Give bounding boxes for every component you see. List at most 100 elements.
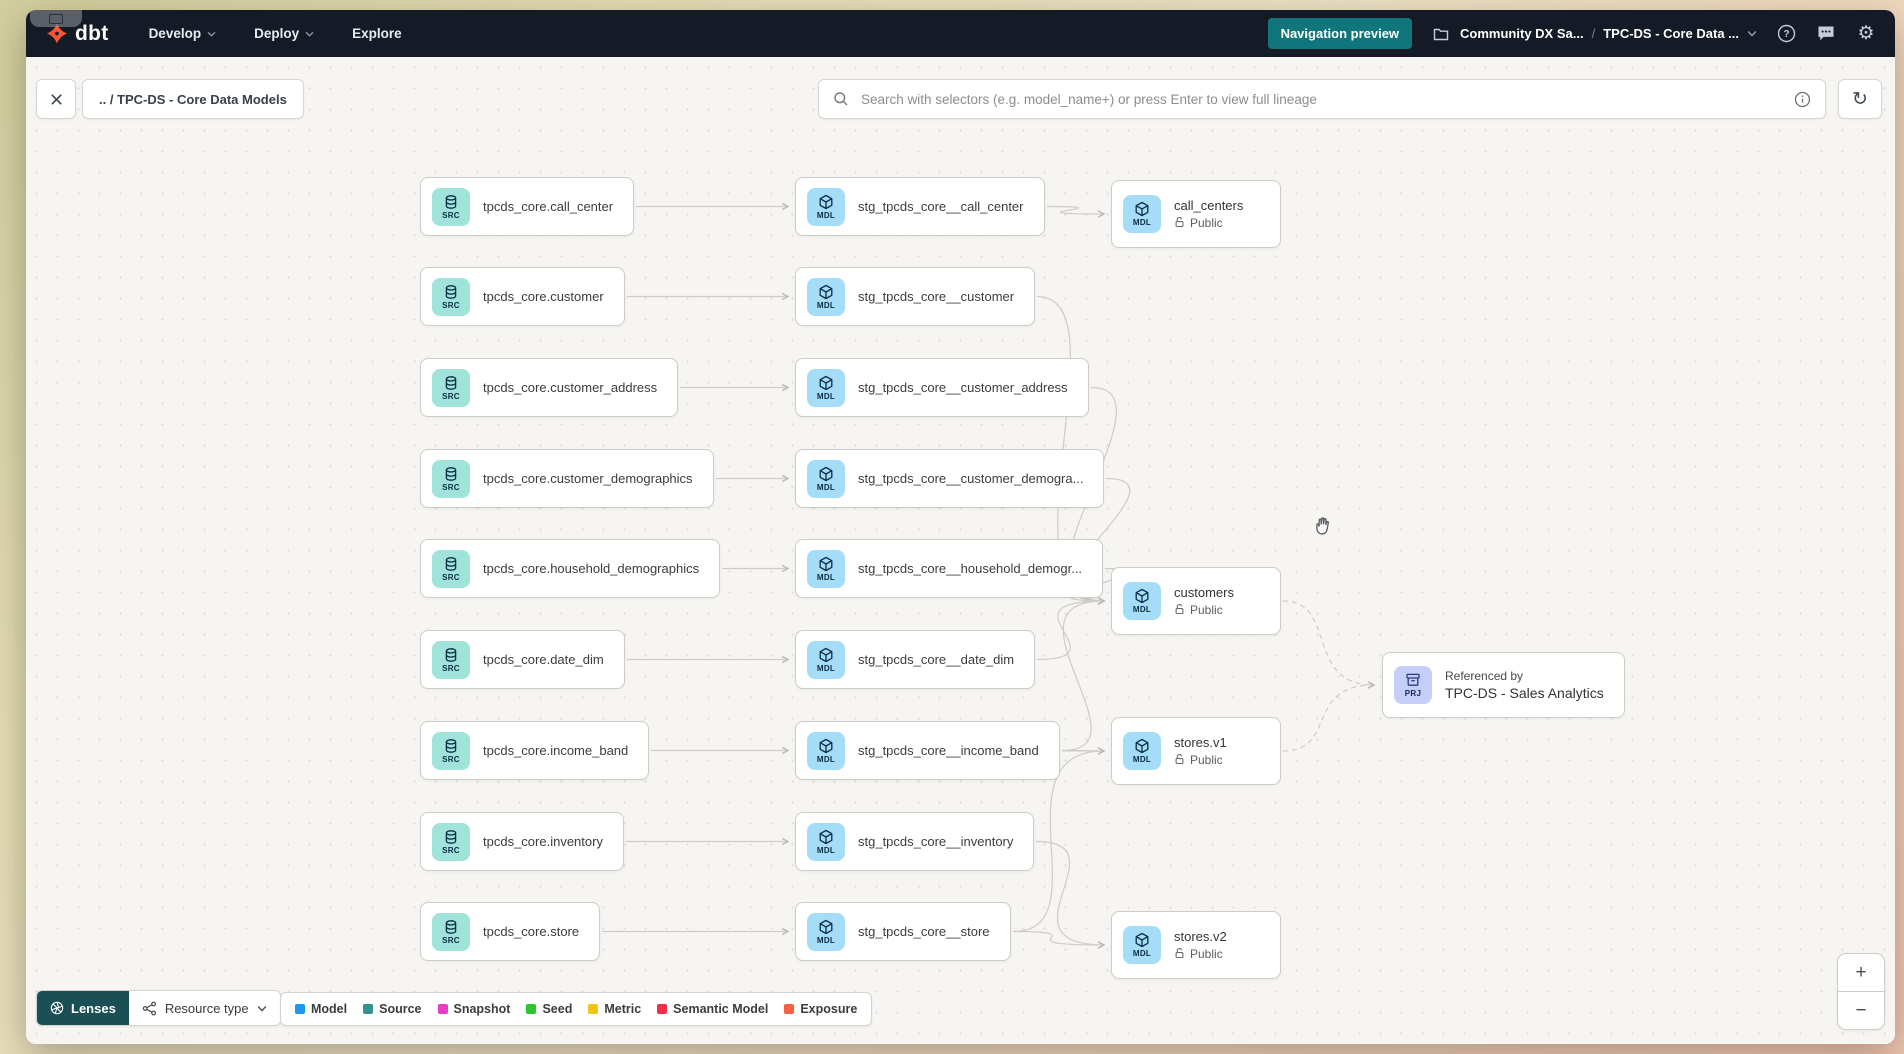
- navigation-preview-button[interactable]: Navigation preview: [1267, 18, 1413, 49]
- browser-download-artifact: [30, 10, 82, 27]
- node-label: stg_tpcds_core__customer_address: [858, 380, 1068, 395]
- node-label: stg_tpcds_core__inventory: [858, 834, 1014, 849]
- node-label: tpcds_core.store: [483, 924, 580, 939]
- node-type-tile: MDL: [1123, 195, 1161, 233]
- legend-color-swatch: [657, 1004, 668, 1014]
- node-label: stg_tpcds_core__store: [858, 924, 990, 939]
- breadcrumb-page[interactable]: TPC-DS - Core Data ...: [1603, 26, 1739, 41]
- lineage-breadcrumb-label: .. / TPC-DS - Core Data Models: [99, 91, 287, 107]
- legend-label: Snapshot: [453, 1002, 511, 1016]
- model-node-stg_tpcds_core__income_band[interactable]: MDL stg_tpcds_core__income_band: [795, 721, 1060, 780]
- access-label: Public: [1190, 603, 1223, 617]
- node-label: tpcds_core.income_band: [483, 743, 629, 758]
- source-node-tpcds_core.store[interactable]: SRC tpcds_core.store: [420, 902, 601, 961]
- node-type-tile: SRC: [432, 912, 470, 951]
- model-node-stg_tpcds_core__inventory[interactable]: MDL stg_tpcds_core__inventory: [795, 812, 1035, 871]
- lenses-button[interactable]: Lenses: [37, 991, 129, 1025]
- search-input[interactable]: [859, 90, 1784, 108]
- node-type-tile: SRC: [432, 277, 470, 316]
- lineage-breadcrumb-chip[interactable]: .. / TPC-DS - Core Data Models: [82, 79, 304, 119]
- node-type-tile: SRC: [432, 368, 470, 407]
- top-navigation-bar: dbt Develop Deploy Explore Navigation pr…: [26, 10, 1895, 57]
- zoom-out-button[interactable]: −: [1838, 991, 1884, 1029]
- node-label: tpcds_core.inventory: [483, 834, 603, 849]
- chevron-down-icon: [257, 1005, 267, 1012]
- public-lock-icon: [1174, 603, 1185, 618]
- legend-color-swatch: [363, 1004, 374, 1014]
- main-navigation: Develop Deploy Explore: [149, 26, 402, 41]
- help-icon[interactable]: ?: [1775, 23, 1797, 45]
- refresh-lineage-button[interactable]: ↻: [1838, 79, 1882, 119]
- access-label: Public: [1190, 216, 1223, 230]
- folder-icon: [1430, 23, 1452, 45]
- legend-color-swatch: [588, 1004, 599, 1014]
- node-type-tile: SRC: [432, 549, 470, 588]
- node-type-tile: MDL: [807, 549, 845, 588]
- node-label: TPC-DS - Sales Analytics: [1445, 685, 1604, 701]
- access-label: Public: [1190, 947, 1223, 961]
- dbt-logo[interactable]: dbt: [46, 22, 109, 46]
- settings-gear-icon[interactable]: ⚙: [1857, 23, 1875, 44]
- refresh-icon: ↻: [1852, 88, 1868, 110]
- lens-aperture-icon: [50, 1001, 64, 1015]
- node-label: stores.v2: [1174, 928, 1227, 944]
- node-type-tile: MDL: [807, 731, 845, 770]
- lineage-edges: [602, 202, 1376, 949]
- node-label: stg_tpcds_core__customer: [858, 289, 1015, 304]
- legend-item-exposure: Exposure: [784, 1002, 857, 1016]
- source-node-tpcds_core.inventory[interactable]: SRC tpcds_core.inventory: [420, 812, 624, 871]
- dbt-logo-icon: [46, 23, 68, 45]
- feedback-icon[interactable]: [1815, 23, 1837, 45]
- nav-item-explore[interactable]: Explore: [352, 26, 402, 41]
- source-node-tpcds_core.customer[interactable]: SRC tpcds_core.customer: [420, 267, 625, 326]
- legend-label: Seed: [542, 1002, 573, 1016]
- legend-item-snapshot: Snapshot: [437, 1002, 511, 1016]
- breadcrumb-project[interactable]: Community DX Sa...: [1460, 26, 1584, 41]
- node-type-tile: MDL: [807, 640, 845, 679]
- node-type-tile: MDL: [807, 822, 845, 861]
- zoom-in-button[interactable]: +: [1855, 961, 1867, 983]
- topbar-right-controls: Navigation preview Community DX Sa... / …: [1267, 18, 1877, 49]
- node-label: stg_tpcds_core__income_band: [858, 743, 1039, 758]
- legend-label: Source: [379, 1002, 422, 1016]
- info-icon[interactable]: [1794, 91, 1811, 108]
- node-type-tile: MDL: [807, 459, 845, 498]
- node-label: tpcds_core.date_dim: [483, 652, 604, 667]
- resource-type-dropdown[interactable]: Resource type: [128, 991, 280, 1025]
- legend-color-swatch: [437, 1004, 448, 1014]
- node-label: tpcds_core.call_center: [483, 199, 614, 214]
- zoom-controls: + −: [1837, 953, 1885, 1030]
- public-lock-icon: [1174, 216, 1185, 231]
- resource-type-icon: [142, 1001, 156, 1015]
- lineage-canvas[interactable]: .. / TPC-DS - Core Data Models ↻ SRCtpcd…: [26, 57, 1895, 1044]
- nav-item-deploy[interactable]: Deploy: [254, 26, 314, 41]
- legend-item-seed: Seed: [526, 1002, 572, 1016]
- node-type-tile: SRC: [432, 822, 470, 861]
- breadcrumb-separator: /: [1591, 26, 1596, 41]
- close-lineage-button[interactable]: [36, 79, 76, 119]
- node-label: stores.v1: [1174, 734, 1227, 750]
- node-label: tpcds_core.customer_demographics: [483, 471, 693, 486]
- access-label: Public: [1190, 753, 1223, 767]
- node-label: customers: [1174, 584, 1234, 600]
- node-label: tpcds_core.customer: [483, 289, 604, 304]
- nav-item-develop[interactable]: Develop: [149, 26, 217, 41]
